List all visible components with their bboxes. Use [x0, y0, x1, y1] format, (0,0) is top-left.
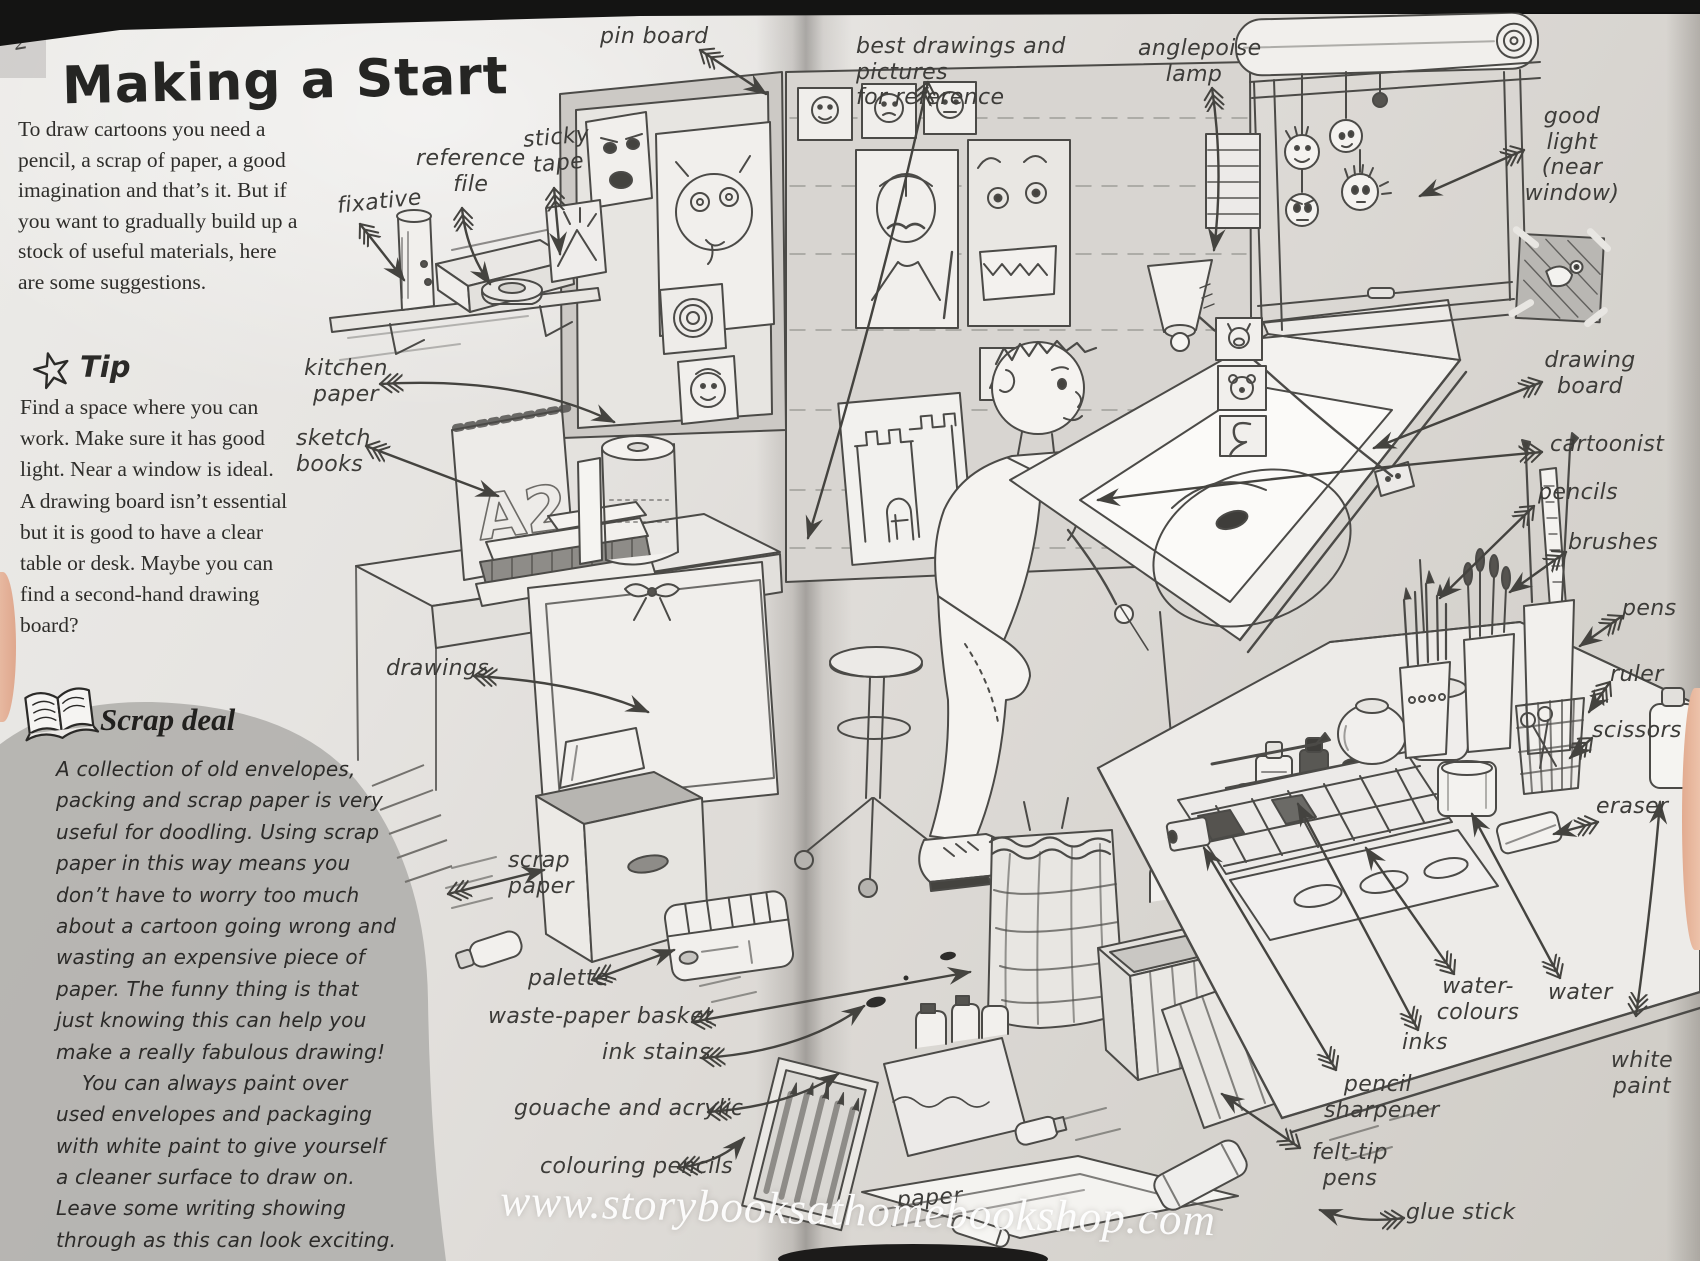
label-waste-paper-basket: waste-paper basket: [488, 1004, 714, 1029]
label-good-light: good light (near window): [1524, 104, 1620, 206]
label-pin-board: pin board: [600, 24, 709, 49]
open-book-icon: [18, 680, 102, 756]
label-ruler: ruler: [1610, 662, 1664, 687]
label-inks: inks: [1402, 1030, 1448, 1055]
label-gouache-and-acrylic: gouache and acrylic: [514, 1096, 744, 1121]
label-sticky-tape: sticky tape: [522, 122, 591, 178]
label-sketch-books: sketch books: [296, 426, 371, 477]
label-pens: pens: [1622, 596, 1677, 621]
label-colouring-pencils: colouring pencils: [540, 1154, 734, 1179]
label-anglepoise-lamp: anglepoise lamp: [1138, 36, 1262, 87]
label-white-paint: white paint: [1610, 1048, 1674, 1099]
label-drawing-board: drawing board: [1544, 348, 1636, 399]
label-ink-stains: ink stains: [602, 1040, 711, 1065]
holding-finger-left: [0, 572, 16, 722]
label-pencil-sharpener: pencil sharpener: [1324, 1072, 1440, 1123]
book-gutter: [756, 14, 852, 1261]
scrap-deal-paragraph-2: You can always paint over used envelopes…: [56, 1070, 397, 1252]
label-eraser: eraser: [1596, 794, 1669, 819]
page-title: Making a Start: [61, 46, 510, 117]
holding-finger-right: [1682, 688, 1700, 950]
label-water-colours: water- colours: [1436, 974, 1520, 1025]
label-felt-tip-pens: felt-tip pens: [1312, 1140, 1388, 1191]
label-best-drawings: best drawings and pictures for reference: [856, 34, 1066, 111]
label-scissors: scissors: [1592, 718, 1682, 743]
label-pencils: pencils: [1538, 480, 1619, 505]
scrap-deal-body: A collection of old envelopes, packing a…: [56, 754, 402, 1256]
label-reference-file: reference file: [416, 146, 526, 197]
star-icon: [32, 350, 72, 395]
label-glue-stick: glue stick: [1406, 1200, 1516, 1225]
label-water: water: [1548, 980, 1613, 1005]
intro-paragraph: To draw cartoons you need a pencil, a sc…: [18, 117, 298, 294]
label-palette: palette: [528, 966, 609, 991]
photo-background-bottom: [778, 1244, 1048, 1261]
label-drawings: drawings: [386, 656, 490, 681]
label-scrap-paper: scrap paper: [508, 848, 574, 899]
tip-heading: Tip: [80, 350, 131, 384]
label-kitchen-paper: kitchen paper: [304, 356, 388, 407]
label-cartoonist: cartoonist: [1550, 432, 1665, 457]
tip-paragraph: Find a space where you can work. Make su…: [20, 395, 288, 638]
scrap-deal-heading: Scrap deal: [100, 702, 236, 737]
scrap-deal-paragraph-1: A collection of old envelopes, packing a…: [56, 757, 397, 1064]
label-brushes: brushes: [1568, 530, 1659, 555]
